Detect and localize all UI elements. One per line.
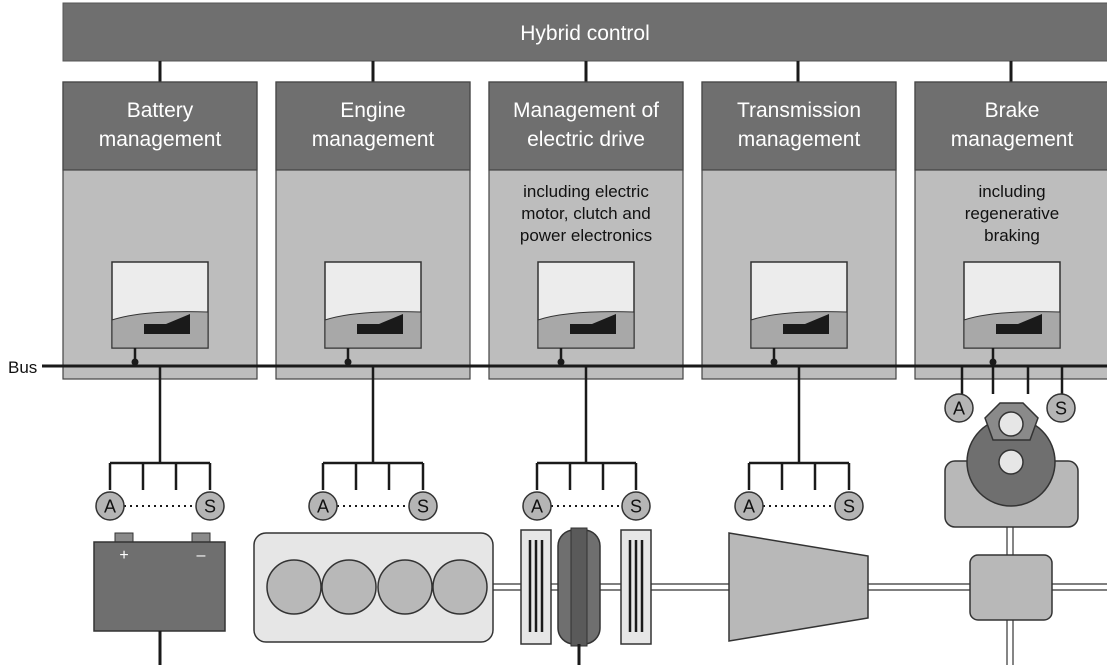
module-title-line: Battery — [127, 99, 194, 122]
actuator-sensor-indicators: A S A S A S A S A S — [95, 393, 1076, 521]
module-header — [62, 81, 258, 171]
module-title-line: Transmission — [737, 99, 861, 122]
module-title-line: management — [738, 128, 861, 151]
module-note-line: braking — [984, 226, 1040, 245]
sensor-indicator-electric-drive: S — [621, 491, 651, 521]
engine — [253, 532, 494, 643]
actuator-indicator-electric-drive: A — [522, 491, 552, 521]
bus-tap-dot — [989, 358, 997, 366]
engine-cylinder-4 — [432, 559, 488, 615]
ecu-icon — [750, 261, 848, 366]
component-wiring — [108, 366, 1064, 507]
svg-text:A: A — [531, 497, 543, 517]
module-note-line: including — [978, 182, 1045, 201]
battery-minus-label: – — [197, 547, 206, 564]
svg-text:S: S — [843, 497, 855, 517]
hybrid-control-label: Hybrid control — [520, 22, 650, 45]
bus-tap-dot — [344, 358, 352, 366]
bus: Bus — [8, 358, 1107, 377]
module-title-line: Management of — [513, 99, 659, 122]
sensor-indicator-brake: S — [1046, 393, 1076, 423]
svg-text:A: A — [104, 497, 116, 517]
module-header — [275, 81, 471, 171]
module-header — [914, 81, 1107, 171]
module-note-line: including electric — [523, 182, 649, 201]
module-transmission: Transmission management — [701, 81, 897, 380]
ecu-icon — [537, 261, 635, 366]
brake-caliper-piston — [998, 411, 1024, 437]
engine-cylinder-2 — [321, 559, 377, 615]
battery: + – — [93, 532, 226, 665]
module-battery: Battery management — [62, 81, 258, 380]
brake-hub — [998, 449, 1024, 475]
ecu-icon — [111, 261, 209, 366]
module-header — [701, 81, 897, 171]
svg-text:S: S — [417, 497, 429, 517]
ecu-icon — [963, 261, 1061, 366]
bus-tap-dot — [770, 358, 778, 366]
actuator-indicator-brake: A — [944, 393, 974, 423]
svg-text:A: A — [743, 497, 755, 517]
sensor-indicator-battery: S — [195, 491, 225, 521]
module-title-line: electric drive — [527, 128, 645, 151]
engine-cylinder-1 — [266, 559, 322, 615]
transmission — [728, 532, 869, 642]
module-electric-drive: Management of electric drive including ele… — [488, 81, 684, 380]
actuator-indicator-transmission: A — [734, 491, 764, 521]
bus-label: Bus — [8, 358, 37, 377]
ecu-icon — [324, 261, 422, 366]
management-modules: Battery management Engine management Managem… — [62, 81, 1107, 380]
sensor-indicator-transmission: S — [834, 491, 864, 521]
svg-text:A: A — [317, 497, 329, 517]
module-engine: Engine management — [275, 81, 471, 380]
module-title-line: management — [951, 128, 1074, 151]
hybrid-control-bar — [62, 2, 1107, 62]
battery-body — [93, 541, 226, 632]
brake-gearbox — [969, 554, 1053, 621]
svg-text:A: A — [953, 399, 965, 419]
hybrid-control-block: Hybrid control — [62, 2, 1107, 62]
bus-tap-dot — [557, 358, 565, 366]
module-title-line: management — [312, 128, 435, 151]
drive-shafts — [493, 526, 1107, 665]
module-title-line: Engine — [340, 99, 405, 122]
sensor-indicator-engine: S — [408, 491, 438, 521]
module-header — [488, 81, 684, 171]
module-brake: Brake management including regenerative brak… — [914, 81, 1107, 380]
electric-drive-unit — [520, 527, 652, 665]
svg-text:S: S — [1055, 399, 1067, 419]
bus-tap-dot — [131, 358, 139, 366]
module-note-line: power electronics — [520, 226, 652, 245]
svg-text:S: S — [204, 497, 216, 517]
brake-unit — [944, 402, 1079, 621]
module-note-line: regenerative — [965, 204, 1060, 223]
module-title-line: management — [99, 128, 222, 151]
components: + – — [93, 402, 1107, 665]
actuator-indicator-engine: A — [308, 491, 338, 521]
hybrid-control-connectors — [158, 61, 1013, 82]
svg-text:S: S — [630, 497, 642, 517]
module-note-line: motor, clutch and — [521, 204, 650, 223]
module-title-line: Brake — [985, 99, 1040, 122]
battery-plus-label: + — [119, 547, 128, 564]
engine-cylinder-3 — [377, 559, 433, 615]
actuator-indicator-battery: A — [95, 491, 125, 521]
